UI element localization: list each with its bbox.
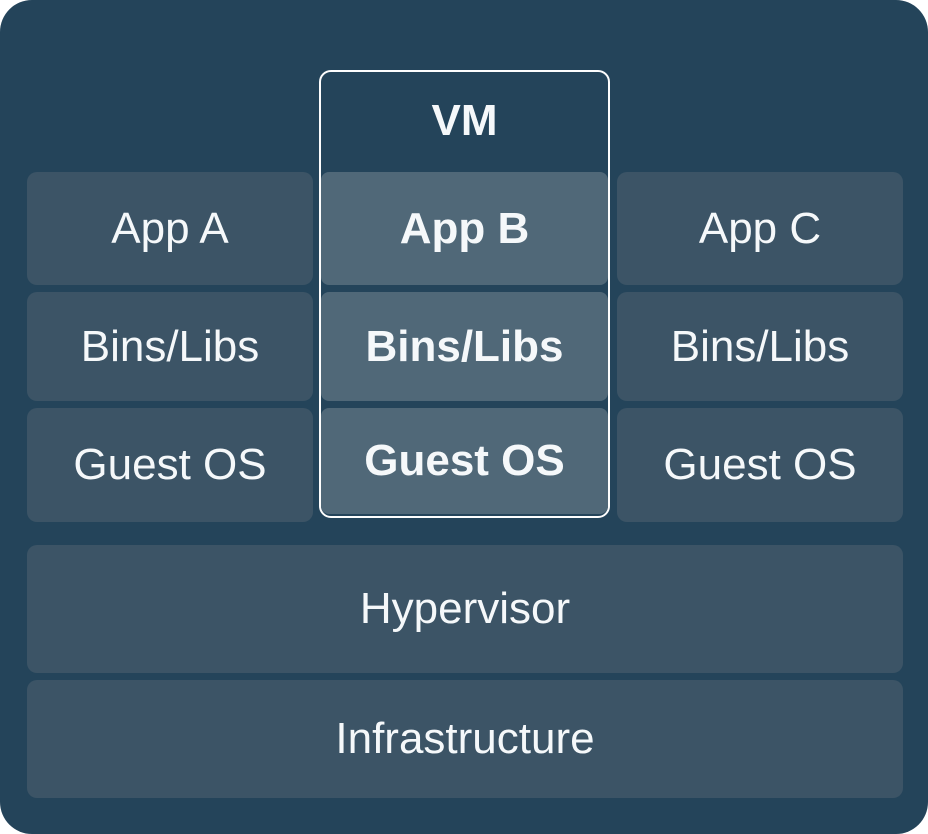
right-stack-app-box: App C xyxy=(617,172,903,285)
left-stack-binslibs-box: Bins/Libs xyxy=(27,292,313,401)
hypervisor-box: Hypervisor xyxy=(27,545,903,673)
vm-label: VM xyxy=(431,96,498,145)
vm-stack-binslibs-box: Bins/Libs xyxy=(321,292,608,401)
left-stack-app-box: App A xyxy=(27,172,313,285)
vm-group-outline xyxy=(319,70,610,518)
infrastructure-box: Infrastructure xyxy=(27,680,903,798)
right-stack-guestos-box: Guest OS xyxy=(617,408,903,522)
left-stack-guestos-box: Guest OS xyxy=(27,408,313,522)
right-stack-binslibs-box: Bins/Libs xyxy=(617,292,903,401)
vm-stack-app-box: App B xyxy=(321,172,608,285)
vm-stack-guestos-box: Guest OS xyxy=(321,408,608,514)
